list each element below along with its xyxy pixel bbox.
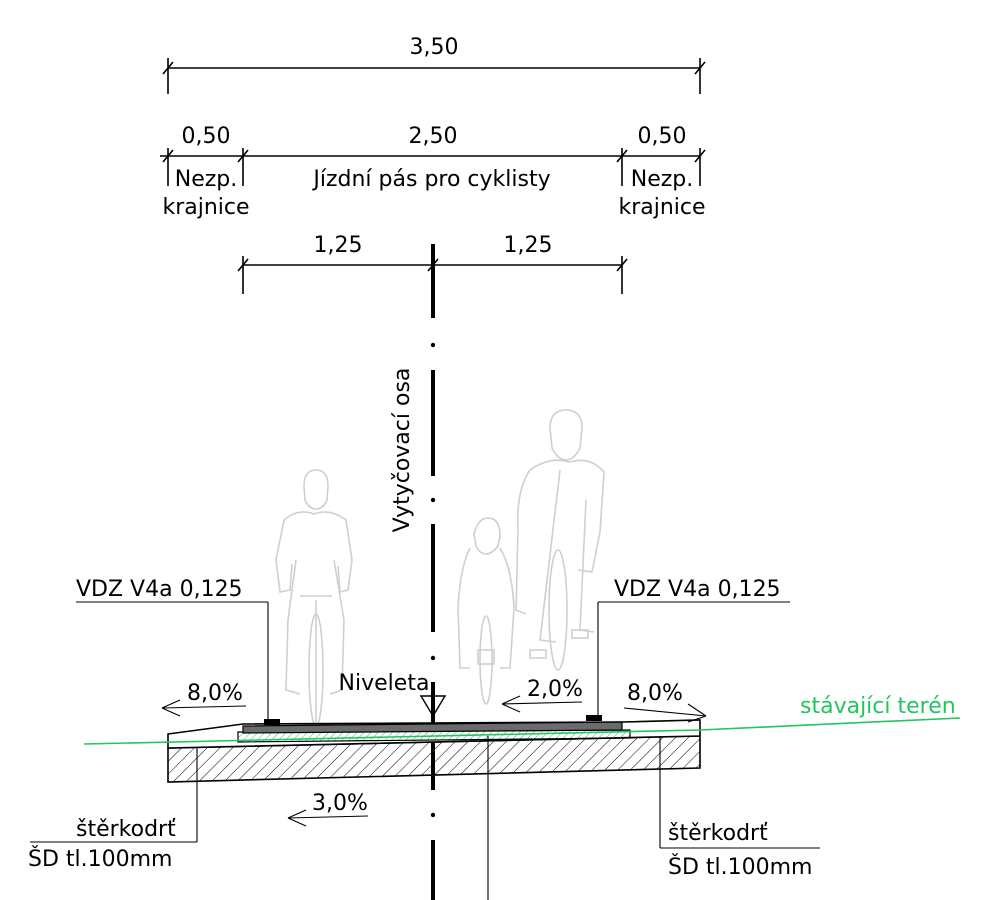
terrain-label: stávající terén xyxy=(800,694,956,719)
marking-leader-right: VDZ V4a 0,125 xyxy=(597,577,790,716)
shoulder-right-label-1: Nezp. xyxy=(631,167,694,192)
gravel-right-label-1: štěrkodrť xyxy=(668,821,768,846)
center-axis: Vytyčovací osa xyxy=(390,244,436,900)
cyclist-child xyxy=(457,517,515,705)
cyclist-adult-right xyxy=(515,409,605,671)
gravel-leader-right: štěrkodrť ŠD tl.100mm xyxy=(659,736,820,880)
dimension-lane: 2,50 xyxy=(409,124,458,149)
shoulder-left-label-1: Nezp. xyxy=(175,167,238,192)
marking-leader-left: VDZ V4a 0,125 xyxy=(76,577,269,720)
dimension-halves: 1,25 1,25 xyxy=(237,233,628,294)
slope-lane: 2,0% xyxy=(501,677,583,713)
gravel-left-label-2: ŠD tl.100mm xyxy=(28,846,172,872)
terrain-line-left xyxy=(83,729,701,745)
slope-lane-label: 2,0% xyxy=(527,677,583,702)
surface-layer xyxy=(242,721,623,734)
slope-right-label: 8,0% xyxy=(627,681,683,706)
dimension-half-right: 1,25 xyxy=(504,233,553,258)
niveleta-marker: Niveleta xyxy=(339,671,447,718)
slope-base: 3,0% xyxy=(287,791,369,827)
lane-label: Jízdní pás pro cyklisty xyxy=(311,167,550,192)
dimension-left-shoulder: 0,50 xyxy=(182,124,231,149)
road-structure xyxy=(167,715,701,783)
dimension-total-label: 3,50 xyxy=(410,35,459,60)
marking-label-left: VDZ V4a 0,125 xyxy=(76,577,243,602)
gravel-leader-left: štěrkodrť ŠD tl.100mm xyxy=(28,748,198,872)
marking-right xyxy=(586,715,602,721)
niveleta-label: Niveleta xyxy=(339,671,430,696)
marking-left xyxy=(264,719,280,725)
axis-label: Vytyčovací osa xyxy=(390,368,415,533)
gravel-right-label-2: ŠD tl.100mm xyxy=(668,854,812,880)
slope-right-shoulder: 8,0% xyxy=(623,681,707,723)
gravel-left-label-1: štěrkodrť xyxy=(76,817,176,842)
dimension-right-shoulder: 0,50 xyxy=(638,124,687,149)
slope-left-label: 8,0% xyxy=(187,681,243,706)
slope-left-shoulder: 8,0% xyxy=(161,681,247,717)
shoulder-left-label-2: krajnice xyxy=(162,195,249,220)
marking-label-right: VDZ V4a 0,125 xyxy=(614,577,781,602)
dimension-half-left: 1,25 xyxy=(314,233,363,258)
slope-base-label: 3,0% xyxy=(312,791,368,816)
shoulder-right-label-2: krajnice xyxy=(618,195,705,220)
dimension-row-2: 0,50 2,50 0,50 Nezp. krajnice Jízdní pás… xyxy=(160,124,706,220)
dimension-total: 3,50 xyxy=(162,35,706,94)
terrain-line-right xyxy=(699,717,961,731)
